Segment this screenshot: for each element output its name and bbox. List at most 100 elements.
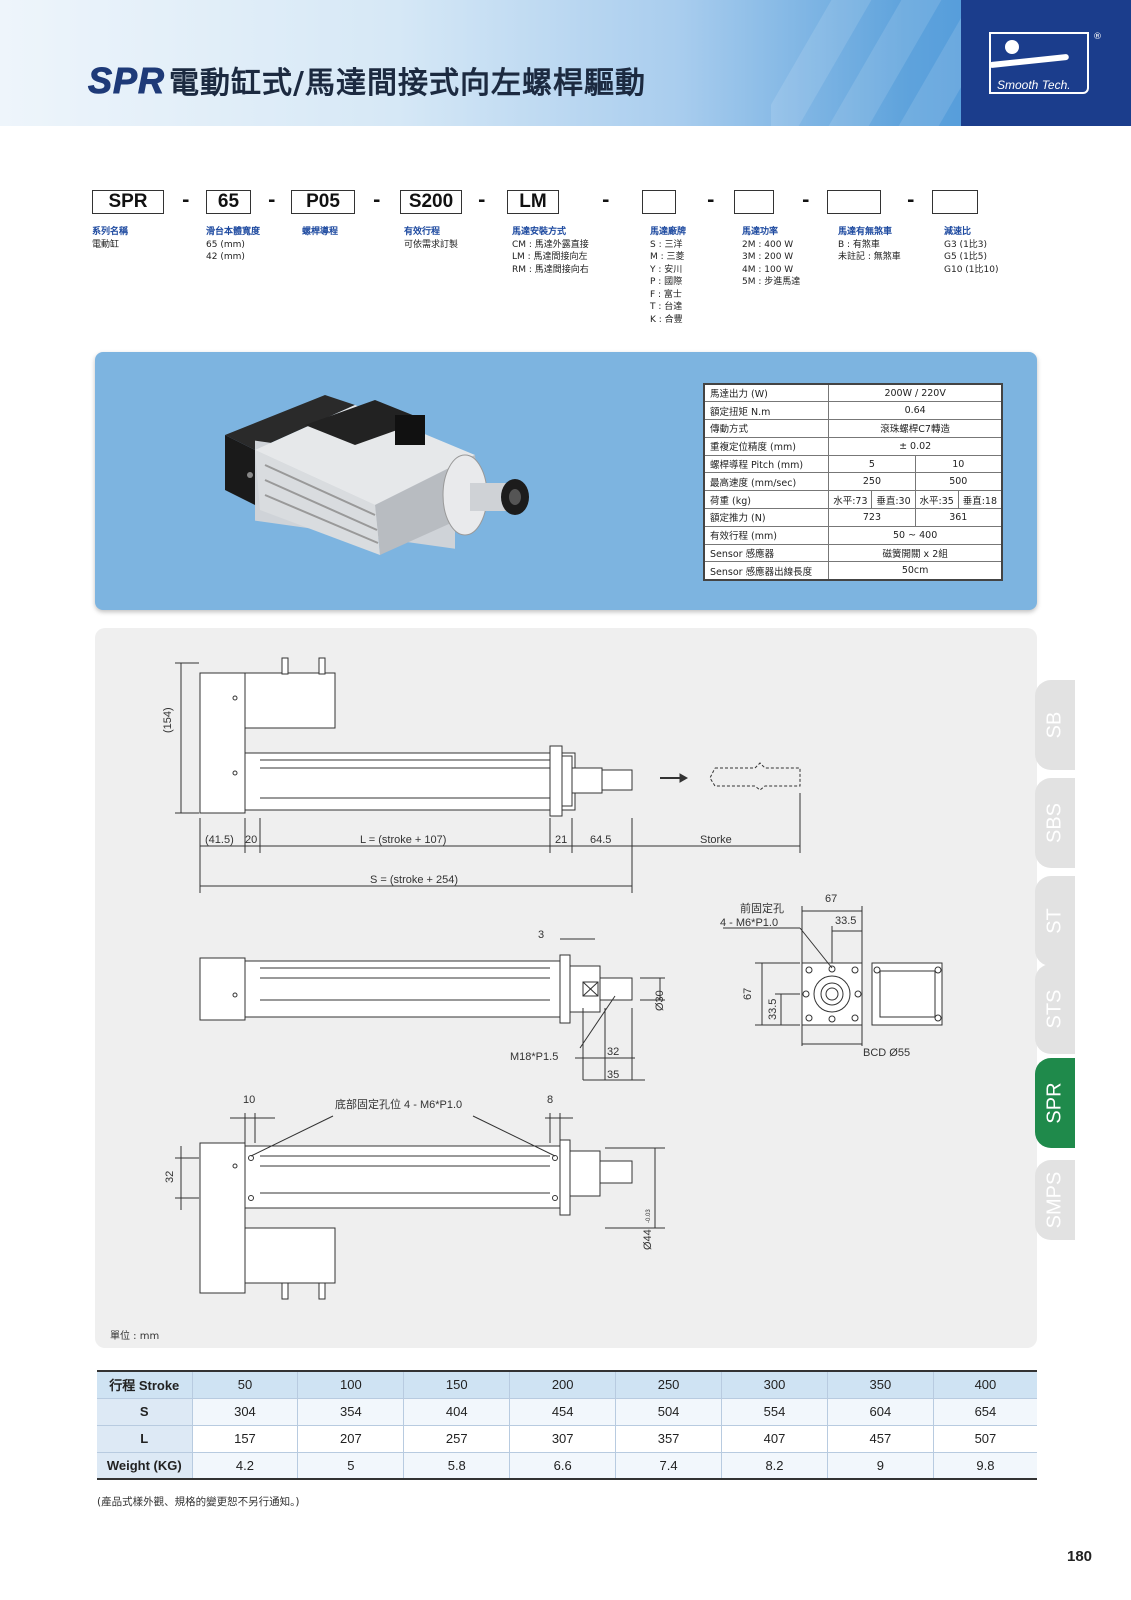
code-col-power: 馬達功率 2M : 400 W 3M : 200 W 4M : 100 W 5M… <box>742 226 800 289</box>
tab-label: SPR <box>1043 1082 1066 1124</box>
table-cell: 207 <box>297 1425 404 1453</box>
spec-key: 最高速度 (mm/sec) <box>703 472 830 492</box>
dim-33-5-left: 33.5 <box>767 999 779 1020</box>
table-cell: 604 <box>826 1398 934 1426</box>
tab-sb[interactable]: SB <box>1035 680 1075 770</box>
tab-label: SB <box>1043 711 1066 739</box>
table-cell: 400 <box>932 1370 1037 1399</box>
code-box-mount: LM <box>507 190 559 214</box>
spec-value: 723 <box>828 508 916 527</box>
code-col-line: K : 合豐 <box>650 314 683 325</box>
tab-spr[interactable]: SPR <box>1035 1058 1075 1148</box>
code-col-line: 65 (mm) <box>206 239 245 250</box>
table-cell: 354 <box>297 1398 404 1426</box>
code-col-line: 未註記 : 無煞車 <box>838 252 901 262</box>
code-col-label: 系列名稱 <box>92 227 129 237</box>
dim-32-vertical: 32 <box>164 1171 176 1183</box>
code-col-mount: 馬達安裝方式 CM : 馬達外露直接 LM : 馬達間接向左 RM : 馬達間接… <box>512 226 589 276</box>
code-col-line: G5 (1比5) <box>944 252 988 262</box>
code-box-width: 65 <box>206 190 251 214</box>
table-cell: 454 <box>509 1398 616 1426</box>
table-cell: 200 <box>509 1370 616 1399</box>
dim-L: L = (stroke + 107) <box>360 834 446 846</box>
table-cell: 5 <box>297 1452 404 1480</box>
code-col-line: RM : 馬達間接向右 <box>512 264 589 275</box>
spec-value: 361 <box>914 508 1003 527</box>
code-col-label: 馬達功率 <box>742 227 779 237</box>
table-cell: 8.2 <box>721 1452 828 1480</box>
logo-text: Smooth Tech. <box>997 78 1071 92</box>
bottom-view <box>175 1113 665 1300</box>
code-col-line: Y : 安川 <box>650 264 683 275</box>
dim-67-left: 67 <box>742 988 754 1000</box>
spec-key: 額定推力 (N) <box>703 508 830 527</box>
table-cell: 7.4 <box>615 1452 722 1480</box>
code-col-series: 系列名稱 電動缸 <box>92 226 128 251</box>
code-col-stroke: 有效行程 可依需求訂製 <box>404 226 458 251</box>
tab-st[interactable]: ST <box>1035 876 1075 966</box>
spec-row: Sensor 感應器磁簧開關 x 2組 <box>703 543 1003 563</box>
spec-key: 額定扭矩 N.m <box>703 401 830 421</box>
model-code-row: SPR - 65 - P05 - S200 - LM - - - - 系列名稱 … <box>92 190 1042 325</box>
table-cell: 150 <box>403 1370 510 1399</box>
spec-key: Sensor 感應器 <box>703 543 830 563</box>
code-col-line: S : 三洋 <box>650 239 683 250</box>
code-col-line: G10 (1比10) <box>944 264 999 275</box>
code-col-ratio: 減速比 G3 (1比3) G5 (1比5) G10 (1比10) <box>944 226 999 276</box>
top-view <box>199 938 665 1081</box>
dim-35: 35 <box>607 1069 619 1081</box>
dim-S: S = (stroke + 254) <box>370 874 458 886</box>
technical-drawing: (154) (41.5) 20 L = (stroke + 107) 21 64… <box>162 657 943 1300</box>
table-cell: 6.6 <box>509 1452 616 1480</box>
series-name: SPR <box>87 60 166 102</box>
table-cell: 257 <box>403 1425 510 1453</box>
tab-label: ST <box>1043 908 1066 934</box>
title-text: 電動缸式/馬達間接式向左螺桿驅動 <box>169 66 646 101</box>
table-cell: 307 <box>509 1425 616 1453</box>
code-dash: - <box>182 190 190 211</box>
logo-dot-icon <box>1005 40 1019 54</box>
dim-21: 21 <box>555 834 567 846</box>
spec-value: ± 0.02 <box>828 436 1003 456</box>
table-cell: 407 <box>721 1425 828 1453</box>
spec-value: 50 ~ 400 <box>828 525 1003 545</box>
tab-smps[interactable]: SMPS <box>1035 1160 1075 1240</box>
spec-value: 200W / 220V <box>828 383 1003 403</box>
page-number: 180 <box>1067 1548 1093 1565</box>
code-dash: - <box>373 190 381 211</box>
code-col-label: 有效行程 <box>404 227 441 237</box>
tab-sbs[interactable]: SBS <box>1035 778 1075 868</box>
tab-label: SBS <box>1043 802 1066 844</box>
row-header: 行程 Stroke <box>97 1370 192 1399</box>
disclaimer-note: (產品式樣外觀、規格的變更恕不另行通知。) <box>97 1496 300 1508</box>
end-view <box>723 906 943 1046</box>
spec-value: 250 <box>828 472 916 492</box>
dim-8: 8 <box>547 1094 553 1106</box>
dim-d30: Ø30 <box>654 990 666 1011</box>
spec-value: 垂直:30 <box>871 490 916 510</box>
table-cell: 507 <box>932 1425 1037 1453</box>
table-cell: 404 <box>403 1398 510 1426</box>
spec-key: 有效行程 (mm) <box>703 525 830 545</box>
code-col-line: 42 (mm) <box>206 252 245 262</box>
dim-10: 10 <box>243 1094 255 1106</box>
code-col-line: 2M : 400 W <box>742 239 794 250</box>
spec-value: 水平:73 <box>828 490 873 510</box>
tab-sts[interactable]: STS <box>1035 964 1075 1054</box>
table-cell: 157 <box>191 1425 298 1453</box>
tab-label: STS <box>1043 989 1066 1029</box>
spec-value: 50cm <box>828 561 1003 581</box>
code-col-label: 馬達有無煞車 <box>838 227 893 237</box>
code-box-brand <box>642 190 676 214</box>
code-col-label: 馬達安裝方式 <box>512 227 567 237</box>
table-cell: 9 <box>826 1452 934 1480</box>
spec-value: 磁簧開關 x 2組 <box>828 543 1003 563</box>
table-cell: 554 <box>721 1398 828 1426</box>
code-col-label: 減速比 <box>944 227 972 237</box>
spec-value: 水平:35 <box>914 490 959 510</box>
